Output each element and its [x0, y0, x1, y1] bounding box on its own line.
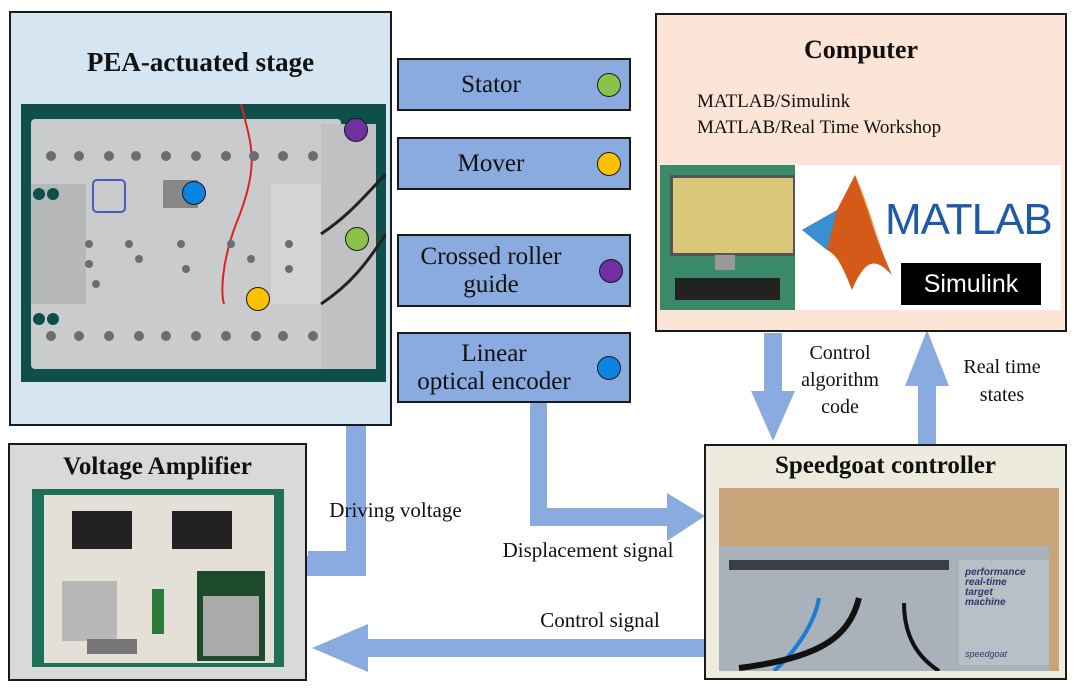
software-line-1: MATLAB/Simulink	[697, 91, 851, 112]
displacement-head	[667, 493, 705, 541]
driving-voltage-base	[306, 556, 366, 576]
part-stator: Stator	[397, 58, 631, 111]
controller-photo: performance real-time target machine spe…	[719, 488, 1059, 671]
matlab-logo-text: MATLAB	[885, 195, 1053, 244]
marker-stator-dot	[345, 227, 369, 251]
mover-color-dot	[597, 152, 621, 176]
guide-color-dot	[599, 259, 623, 283]
encoder-color-dot	[597, 356, 621, 380]
panel-text-1: performance	[965, 567, 1026, 578]
workstation-photo	[660, 165, 795, 310]
stage-panel: PEA-actuated stage	[9, 11, 392, 426]
controller-panel-text: performance real-time target machine	[959, 560, 1049, 616]
driving-voltage-shaft	[346, 405, 366, 575]
panel-text-2: real-time	[965, 577, 1007, 588]
driving-voltage-label: Driving voltage	[329, 498, 462, 522]
controller-brand: speedgoat	[965, 649, 1008, 659]
part-linear-optical-encoder: Linear optical encoder	[397, 332, 631, 403]
control-signal-label: Control signal	[540, 608, 660, 632]
panel-text-3: target	[965, 587, 993, 598]
simulink-badge: Simulink	[901, 263, 1041, 305]
marker-encoder-dot	[182, 181, 206, 205]
part-guide-label: Crossed roller guide	[420, 242, 562, 298]
states-arrow-head	[905, 330, 949, 386]
amplifier-panel: Voltage Amplifier	[8, 443, 307, 681]
stage-photo	[21, 104, 386, 382]
stage-plate-illustration	[31, 104, 386, 369]
controller-title: Speedgoat controller	[774, 452, 997, 479]
computer-title: Computer	[803, 35, 919, 64]
control-signal-head	[312, 624, 368, 672]
marker-mover-dot	[246, 287, 270, 311]
displacement-shaft-v	[530, 403, 547, 525]
matlab-logo-area: MATLAB Simulink	[795, 165, 1061, 310]
code-arrow-shaft	[764, 333, 782, 393]
real-time-states-label: Real time states	[963, 356, 1041, 406]
amplifier-title: Voltage Amplifier	[63, 453, 252, 480]
controller-cables	[738, 597, 941, 671]
stator-color-dot	[597, 73, 621, 97]
marker-guide-dot	[344, 118, 368, 142]
control-signal-shaft	[366, 639, 706, 657]
amplifier-photo	[32, 489, 284, 667]
computer-panel: Computer MATLAB/Simulink MATLAB/Real Tim…	[655, 13, 1067, 332]
software-line-2: MATLAB/Real Time Workshop	[697, 117, 942, 138]
part-crossed-roller-guide: Crossed roller guide	[397, 234, 631, 307]
part-mover-label: Mover	[457, 149, 525, 177]
displacement-signal-label: Displacement signal	[502, 538, 674, 562]
controller-panel: Speedgoat controller performance real-ti…	[704, 444, 1067, 680]
part-stator-label: Stator	[461, 70, 521, 98]
matlab-membrane-icon	[802, 175, 892, 290]
stage-title: PEA-actuated stage	[86, 47, 315, 77]
panel-text-4: machine	[965, 597, 1006, 608]
control-algorithm-code-label: Control algorithm code	[801, 342, 879, 418]
part-encoder-label: Linear optical encoder	[417, 339, 571, 395]
states-arrow-shaft	[918, 384, 936, 446]
code-arrow-head	[751, 391, 795, 441]
displacement-shaft-h	[530, 508, 670, 526]
part-mover: Mover	[397, 137, 631, 190]
